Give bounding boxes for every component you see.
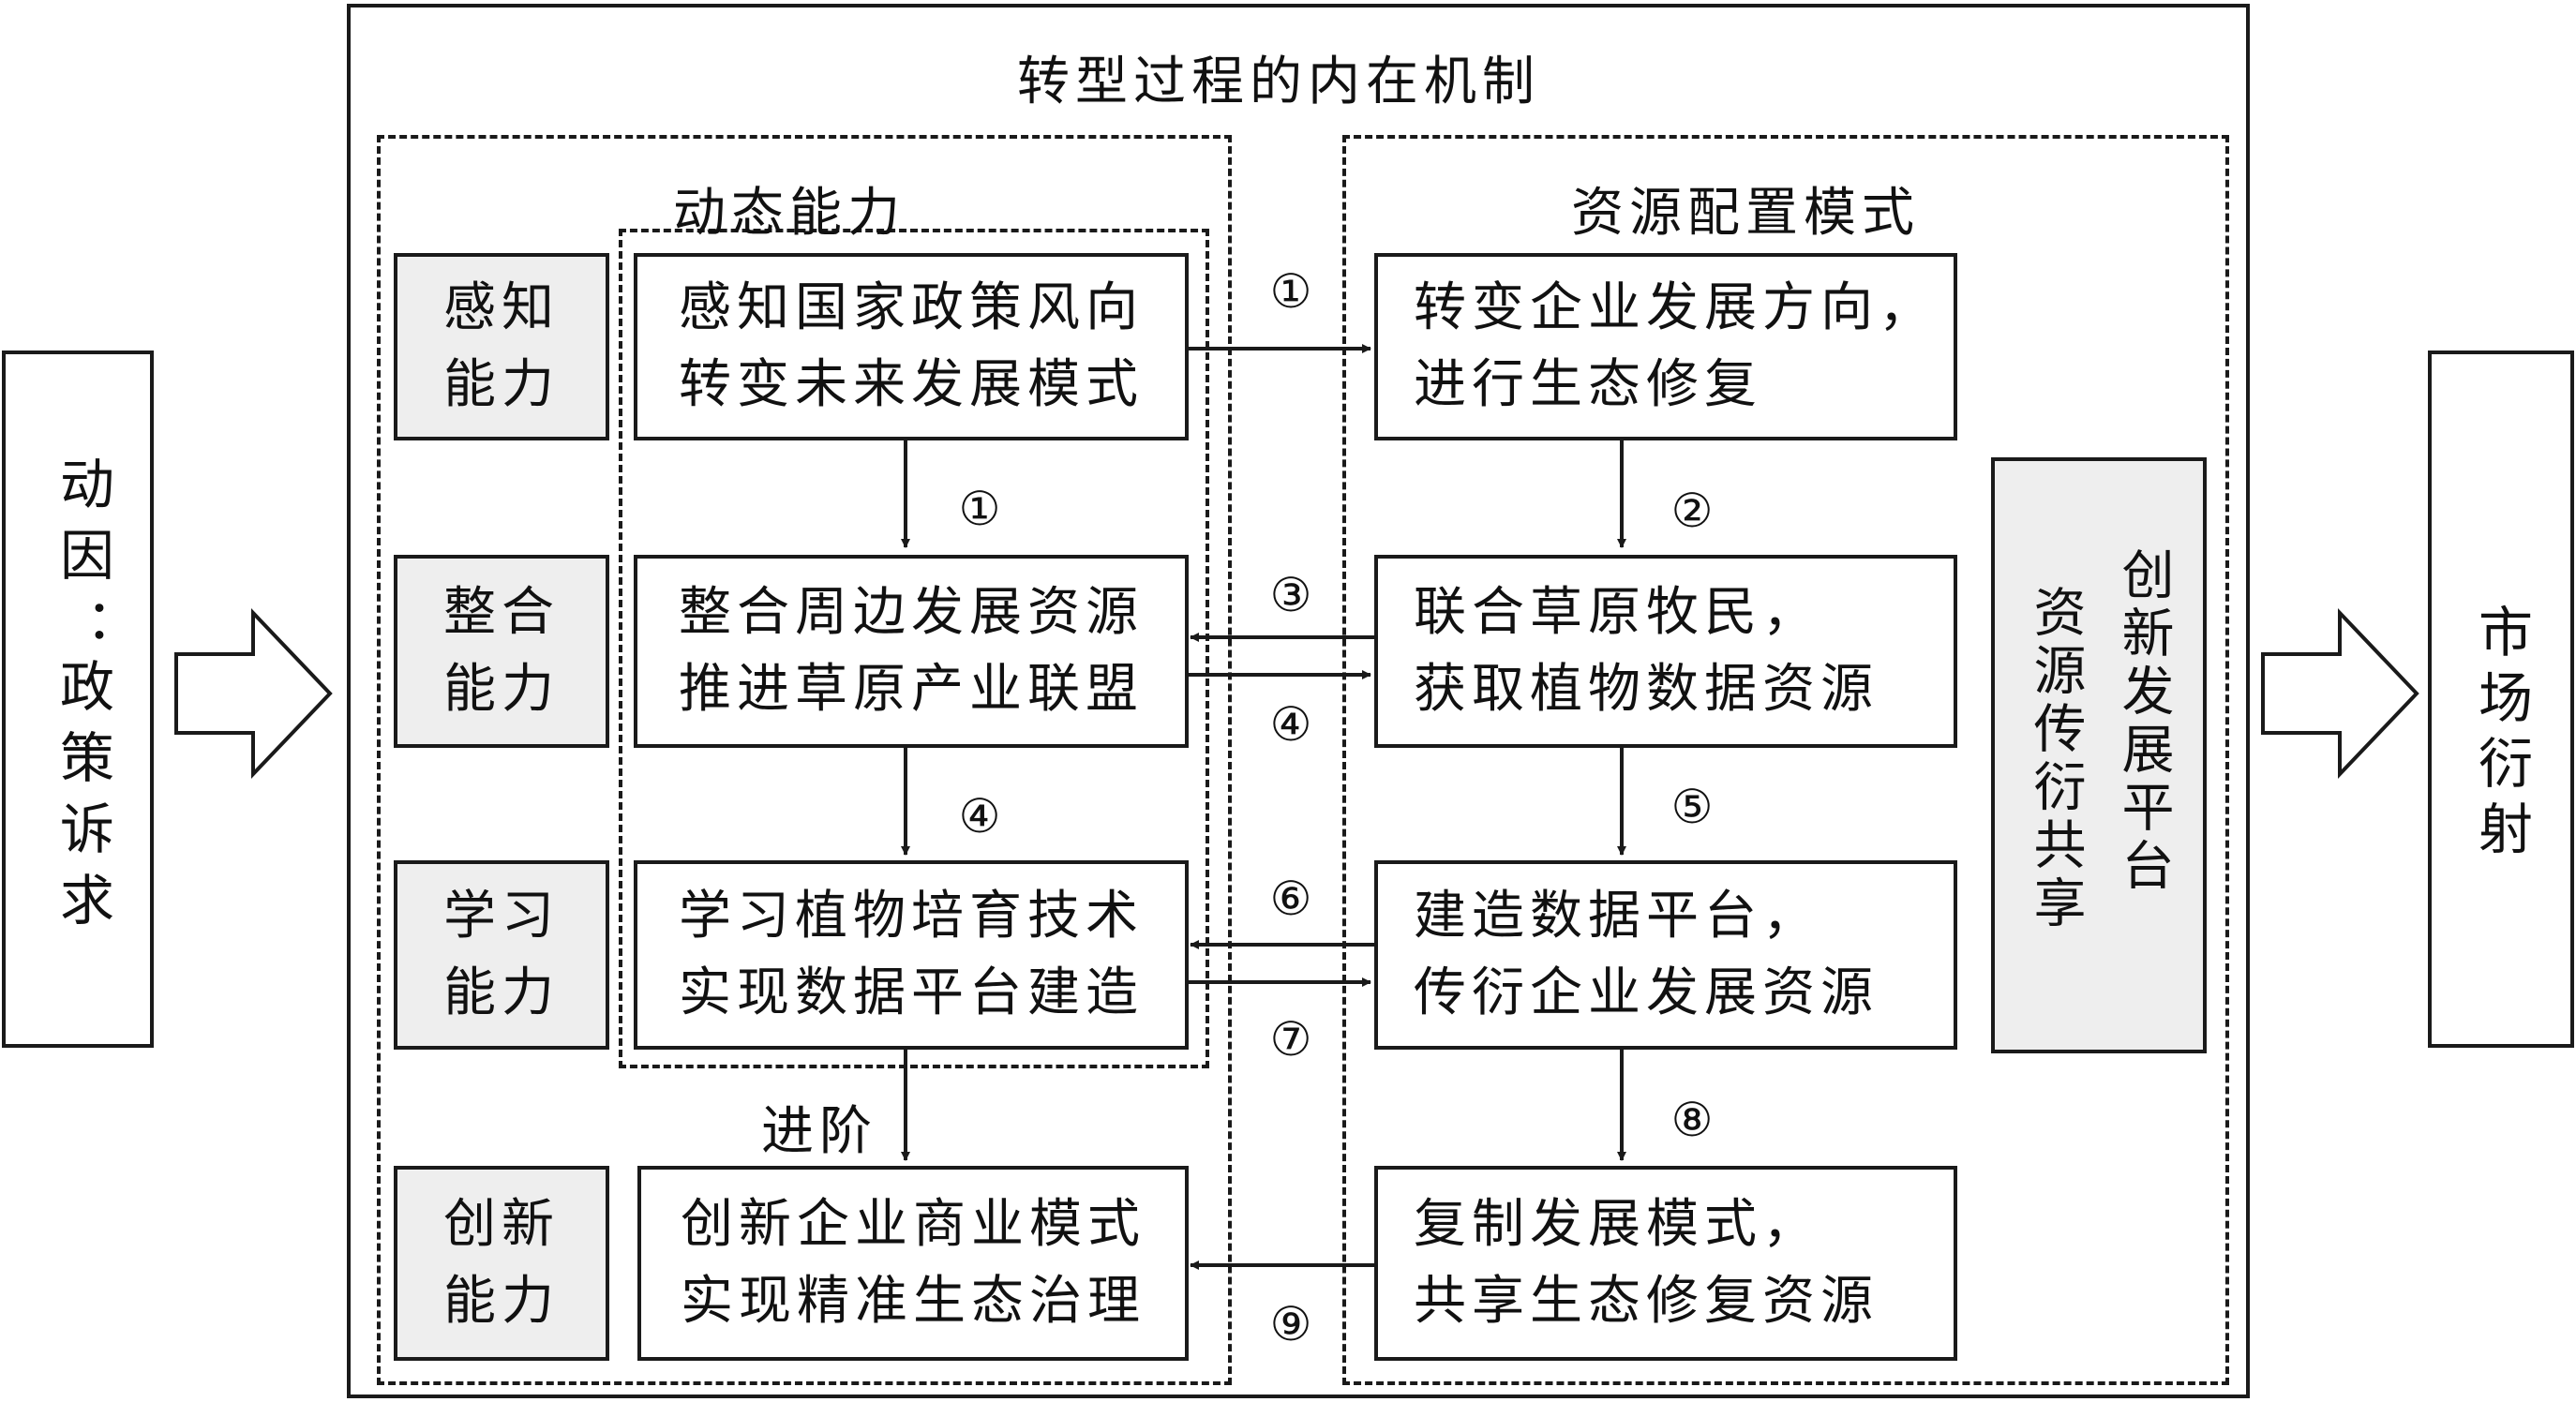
resource-box-2: 联合草原牧民， 获取植物数据资源 — [1374, 555, 1957, 748]
step-number-9: ⑨ — [1269, 1297, 1312, 1351]
resource-allocation-heading: 资源配置模式 — [1571, 183, 1920, 244]
result-hollow-arrow — [2261, 608, 2419, 779]
mechanism-frame — [347, 4, 2250, 1398]
driver-hollow-arrow — [174, 608, 333, 779]
step-number-6: ⑥ — [1269, 872, 1312, 926]
advance-label: 进阶 — [761, 1101, 877, 1162]
resource-box-1: 转变企业发展方向， 进行生态修复 — [1374, 253, 1957, 440]
result-text: 市场衍射 — [2469, 604, 2533, 866]
step-number-1-horizontal: ① — [1269, 264, 1312, 319]
mechanism-title: 转型过程的内在机制 — [1017, 52, 1540, 112]
resource-box-4: 复制发展模式， 共享生态修复资源 — [1374, 1166, 1957, 1361]
driver-colon: ： — [51, 598, 114, 658]
capability-box-learn: 学习植物培育技术 实现数据平台建造 — [634, 860, 1189, 1050]
capability-label-integrate: 整合 能力 — [394, 555, 609, 748]
capability-box-integrate: 整合周边发展资源 推进草原产业联盟 — [634, 555, 1189, 748]
step-number-8: ⑧ — [1670, 1093, 1714, 1147]
resource-box-3: 建造数据平台， 传衍企业发展资源 — [1374, 860, 1957, 1050]
capability-inner-frame — [619, 229, 1209, 1068]
resource-allocation-frame — [1342, 135, 2229, 1385]
driver-box: 动因 ： 政策诉求 — [2, 350, 154, 1048]
step-number-5: ⑤ — [1670, 780, 1714, 834]
capability-label-learn: 学习 能力 — [394, 860, 609, 1050]
driver-line1: 动因 — [51, 455, 114, 598]
step-number-7: ⑦ — [1269, 1012, 1312, 1066]
step-number-3: ③ — [1269, 568, 1312, 622]
platform-side-panel: 资源传衍共享 创新发展平台 — [1991, 457, 2207, 1053]
step-number-1-vertical: ① — [958, 482, 1001, 536]
side-panel-col-left: 资源传衍共享 — [2025, 585, 2086, 933]
capability-box-sense: 感知国家政策风向 转变未来发展模式 — [634, 253, 1189, 440]
side-panel-col-right: 创新发展平台 — [2113, 547, 2174, 896]
result-box: 市场衍射 — [2428, 350, 2574, 1048]
step-number-4-horizontal: ④ — [1269, 697, 1312, 752]
step-number-2: ② — [1670, 484, 1714, 538]
driver-line2: 政策诉求 — [51, 658, 114, 943]
dynamic-capability-frame — [377, 135, 1232, 1385]
dynamic-capability-heading: 动态能力 — [673, 183, 906, 244]
capability-label-innovate: 创新 能力 — [394, 1166, 609, 1361]
step-number-4-vertical: ④ — [958, 789, 1001, 843]
capability-label-sense: 感知 能力 — [394, 253, 609, 440]
capability-box-innovate: 创新企业商业模式 实现精准生态治理 — [637, 1166, 1189, 1361]
